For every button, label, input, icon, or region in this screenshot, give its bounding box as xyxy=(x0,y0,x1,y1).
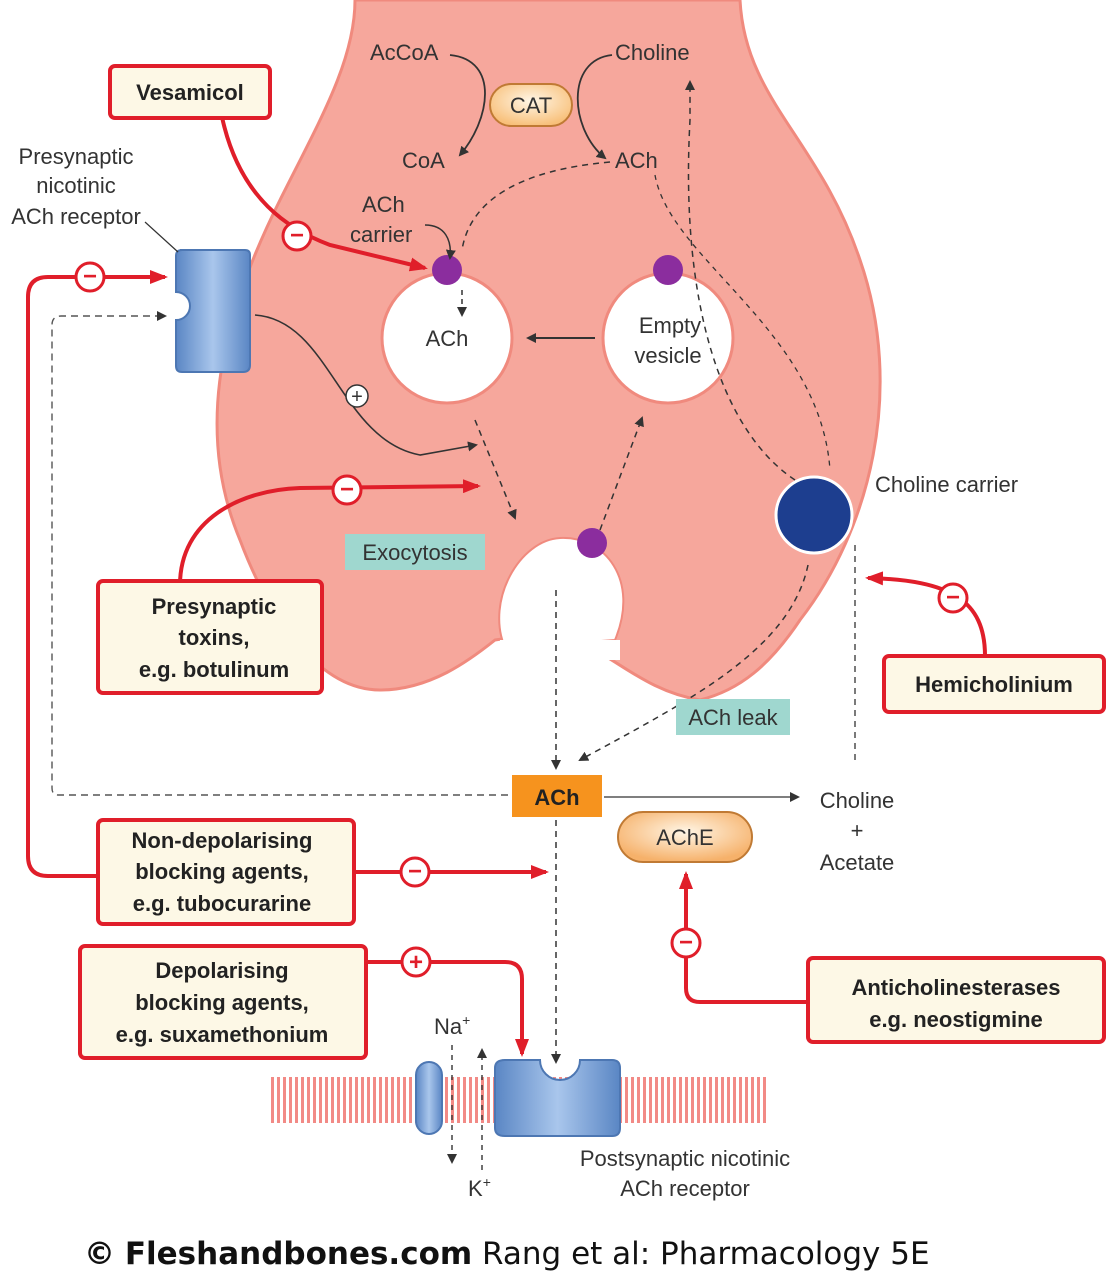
empty-vesicle-label-1: Empty xyxy=(639,313,701,338)
ach-synth-label: ACh xyxy=(615,148,658,173)
minus-circle-icon xyxy=(399,856,431,888)
choline-carrier-label: Choline carrier xyxy=(875,472,1018,497)
plus-label: + xyxy=(851,818,864,843)
minus-sign: − xyxy=(340,476,354,503)
exocytosis-pocket xyxy=(498,536,625,650)
choline-carrier xyxy=(774,475,854,555)
empty-vesicle-carrier-dot xyxy=(653,255,683,285)
ach-carrier-label-1: ACh xyxy=(362,192,405,217)
ach-leak-label: ACh leak xyxy=(688,705,778,730)
plus-sign: + xyxy=(409,949,423,976)
nondep-label-3: e.g. tubocurarine xyxy=(133,891,311,916)
ach-center-label: ACh xyxy=(534,785,579,810)
coa-label: CoA xyxy=(402,148,445,173)
toxins-label-3: e.g. botulinum xyxy=(139,657,289,682)
dep-label-1: Depolarising xyxy=(155,958,288,983)
exocytosis-carrier-dot xyxy=(577,528,607,558)
vesamicol-box xyxy=(108,64,272,120)
ach-center-box xyxy=(512,775,602,817)
ache-enzyme xyxy=(617,811,753,863)
choline-product-label: Choline xyxy=(820,788,895,813)
minus-circle-icon xyxy=(670,927,702,959)
ache-label: AChE xyxy=(656,825,713,850)
plus-circle-icon xyxy=(400,946,432,978)
minus-sign: − xyxy=(290,222,304,249)
dep-label-2: blocking agents, xyxy=(135,990,309,1015)
ach-leak-badge xyxy=(676,699,790,735)
plus-sign: + xyxy=(351,386,363,408)
hemicholinium-box xyxy=(882,654,1106,714)
choline-top-label: Choline xyxy=(615,40,690,65)
toxins-label-1: Presynaptic xyxy=(152,594,277,619)
empty-vesicle xyxy=(601,271,735,405)
vesamicol-label: Vesamicol xyxy=(136,80,244,105)
presyn-receptor-label-1: Presynaptic xyxy=(19,144,134,169)
plus-circle-icon xyxy=(345,384,369,408)
empty-vesicle-label-2: vesicle xyxy=(634,343,701,368)
nondep-label-1: Non-depolarising xyxy=(132,828,313,853)
vesicle-ach-label: ACh xyxy=(426,326,469,351)
depolarising-box xyxy=(78,944,368,1060)
acetate-label: Acetate xyxy=(820,850,895,875)
antichol-label-2: e.g. neostigmine xyxy=(869,1007,1043,1032)
presynaptic-receptor xyxy=(175,249,251,373)
postsynaptic-receptor xyxy=(494,1059,621,1137)
anticholinesterases-box xyxy=(806,956,1106,1044)
minus-sign: − xyxy=(946,584,960,611)
na-label: Na+ xyxy=(434,1012,470,1039)
k-label: K+ xyxy=(468,1174,491,1201)
exocytosis-label: Exocytosis xyxy=(362,540,467,565)
ach-carrier-dot xyxy=(432,255,462,285)
ach-carrier-label-2: carrier xyxy=(350,222,412,247)
nondep-label-2: blocking agents, xyxy=(135,859,309,884)
presynaptic-toxins-box xyxy=(96,579,324,695)
minus-sign: − xyxy=(679,929,693,956)
dep-label-3: e.g. suxamethonium xyxy=(116,1022,329,1047)
non-depolarising-box xyxy=(96,818,356,926)
minus-circle-icon xyxy=(74,261,106,293)
presyn-receptor-label-3: ACh receptor xyxy=(11,204,141,229)
accoa-label: AcCoA xyxy=(370,40,439,65)
exocytosis-badge xyxy=(345,534,485,570)
toxins-label-2: toxins, xyxy=(179,625,250,650)
minus-circle-icon xyxy=(281,220,313,252)
presyn-receptor-label-2: nicotinic xyxy=(36,173,115,198)
minus-circle-icon xyxy=(937,582,969,614)
postsyn-receptor-label-1: Postsynaptic nicotinic xyxy=(580,1146,790,1171)
antichol-label-1: Anticholinesterases xyxy=(851,975,1060,1000)
copyright-footer: © Fleshandbones.com Rang et al: Pharmaco… xyxy=(84,1236,930,1272)
ion-channel xyxy=(415,1061,443,1135)
hemicholinium-label: Hemicholinium xyxy=(915,672,1073,697)
minus-sign: − xyxy=(83,263,97,290)
postsyn-receptor-label-2: ACh receptor xyxy=(620,1176,750,1201)
cat-enzyme xyxy=(489,83,573,127)
minus-circle-icon xyxy=(331,474,363,506)
minus-sign: − xyxy=(408,858,422,885)
cat-label: CAT xyxy=(510,93,552,118)
